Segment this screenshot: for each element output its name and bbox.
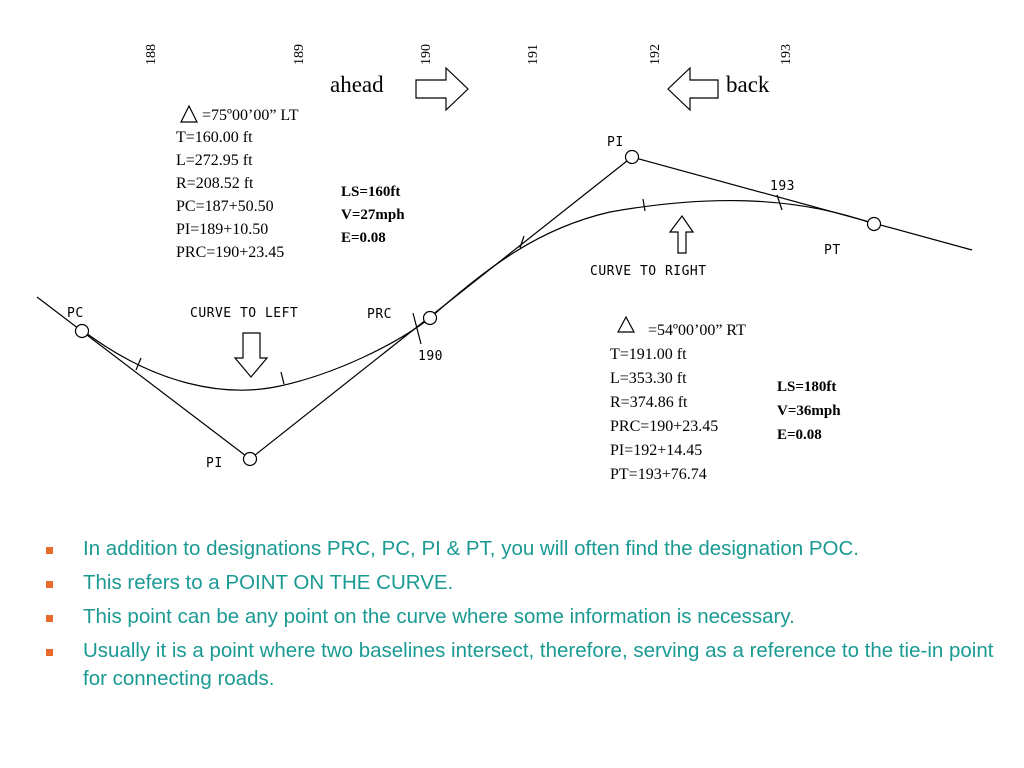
station-label: 191 — [526, 44, 541, 65]
bullet-text: This refers to a POINT ON THE CURVE. — [83, 571, 454, 594]
curve-tick — [519, 235, 525, 249]
bullet-item: In addition to designations PRC, PC, PI … — [44, 535, 1004, 563]
curve-right-delta: =54º00’00” RT — [648, 322, 746, 339]
pi-left-point — [242, 451, 258, 467]
pt-label: PT — [824, 243, 841, 258]
station-label: 190 — [419, 44, 434, 65]
curve-right-param: L=353.30 ft — [610, 370, 687, 387]
direction-ahead-label: ahead — [330, 72, 384, 97]
station-label: 193 — [779, 44, 794, 65]
bullet-square-icon — [46, 615, 53, 622]
delta-icon — [617, 315, 635, 333]
station-label: 189 — [292, 44, 307, 65]
curve-left-spiral: V=27mph — [341, 207, 405, 223]
pi-right-point — [624, 149, 640, 165]
prc-point — [422, 310, 438, 326]
bullet-text: In addition to designations PRC, PC, PI … — [83, 537, 860, 560]
curve-right-param: PT=193+76.74 — [610, 466, 707, 483]
back-arrow-icon — [667, 66, 719, 112]
right-curve — [429, 199, 875, 319]
bullet-square-icon — [46, 649, 53, 656]
curve-left-spiral: LS=160ft — [341, 184, 400, 200]
delta-icon — [180, 104, 198, 123]
bullet-list: In addition to designations PRC, PC, PI … — [44, 535, 1004, 699]
curve-right-spiral: E=0.08 — [777, 427, 822, 443]
curve-left-heading: CURVE TO LEFT — [190, 306, 298, 321]
curve-right-param: PRC=190+23.45 — [610, 418, 718, 435]
curve-tick — [642, 198, 646, 212]
curve-left-spiral: E=0.08 — [341, 230, 386, 246]
curve-left-param: PRC=190+23.45 — [176, 244, 284, 261]
up-arrow-icon — [668, 214, 695, 254]
bullet-square-icon — [46, 547, 53, 554]
station-190-tick — [412, 312, 422, 345]
curve-left-delta: =75º00’00” LT — [202, 107, 299, 124]
bullet-square-icon — [46, 581, 53, 588]
station-193-tick — [776, 194, 783, 211]
left-curve — [81, 317, 431, 391]
bullet-item: This refers to a POINT ON THE CURVE. — [44, 569, 1004, 597]
curve-diagram: 188 189 190 191 192 193 ahead back PC PI… — [36, 44, 973, 483]
pi-right-label: PI — [607, 135, 624, 150]
curve-right-spiral: V=36mph — [777, 403, 841, 419]
ahead-arrow-icon — [415, 66, 469, 112]
pc-label: PC — [67, 306, 84, 321]
bullet-item: Usually it is a point where two baseline… — [44, 637, 1004, 693]
direction-back-label: back — [726, 72, 770, 97]
curve-left-param: PC=187+50.50 — [176, 198, 274, 215]
curve-tick — [135, 357, 142, 371]
curve-tick — [280, 371, 285, 385]
pt-point — [866, 216, 882, 232]
pi-left-label: PI — [206, 456, 223, 471]
station-label: 188 — [144, 44, 159, 65]
down-arrow-icon — [233, 332, 269, 378]
tangent-line — [36, 296, 251, 460]
bullet-text: This point can be any point on the curve… — [83, 605, 795, 628]
station-190-label: 190 — [418, 349, 443, 364]
station-label: 192 — [648, 44, 663, 65]
curve-left-param: L=272.95 ft — [176, 152, 253, 169]
curve-left-param: R=208.52 ft — [176, 175, 254, 192]
tangent-line — [631, 156, 973, 251]
pc-point — [74, 323, 90, 339]
curve-right-param: PI=192+14.45 — [610, 442, 702, 459]
curve-left-param: T=160.00 ft — [176, 129, 253, 146]
bullet-text: Usually it is a point where two baseline… — [83, 639, 994, 690]
curve-right-param: T=191.00 ft — [610, 346, 687, 363]
prc-label: PRC — [367, 307, 392, 322]
curve-right-heading: CURVE TO RIGHT — [590, 264, 707, 279]
bullet-item: This point can be any point on the curve… — [44, 603, 1004, 631]
curve-right-param: R=374.86 ft — [610, 394, 688, 411]
station-193-label: 193 — [770, 179, 795, 194]
curve-left-param: PI=189+10.50 — [176, 221, 268, 238]
curve-right-spiral: LS=180ft — [777, 379, 836, 395]
